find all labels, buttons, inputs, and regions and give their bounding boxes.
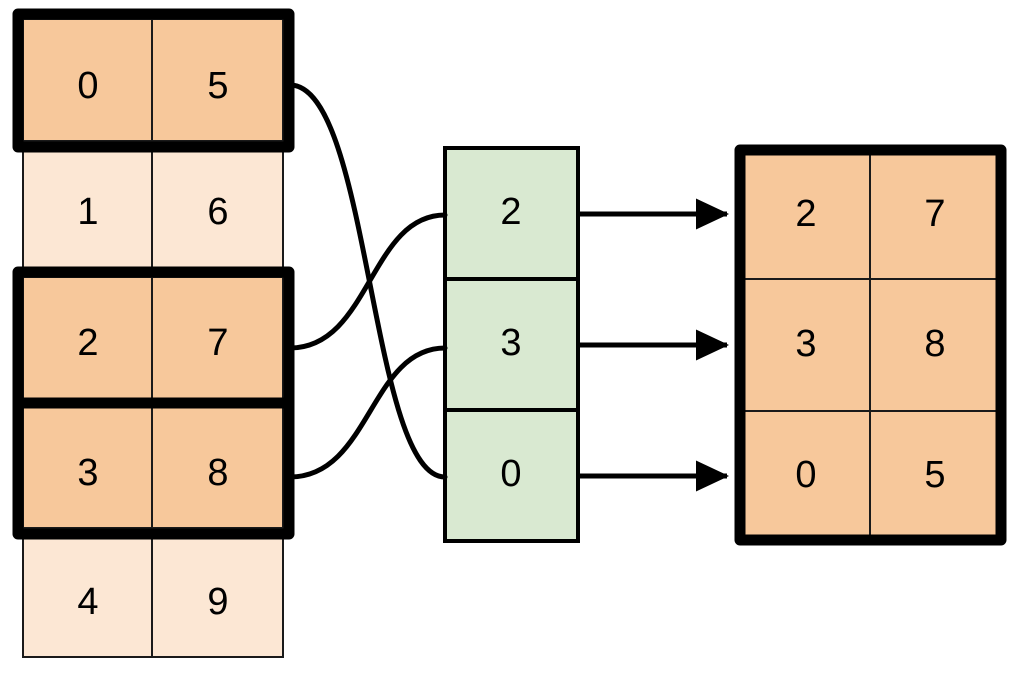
source-cell-text-3-1: 8 [207, 452, 228, 494]
result-cell-2-0[interactable] [740, 410, 871, 540]
arrow-link-group [580, 198, 730, 492]
source-cell-text-2-1: 7 [207, 322, 228, 364]
result-table-outline [734, 144, 1007, 546]
result-cell-text-0-1: 7 [924, 193, 945, 235]
index-table: 2 3 0 [443, 146, 580, 543]
source-cell-0-1[interactable] [151, 18, 284, 142]
result-cell-text-2-1: 5 [924, 454, 945, 496]
index-cell-2[interactable] [443, 408, 580, 543]
curve-link-source2-to-index0 [287, 212, 448, 351]
index-cell-1[interactable] [443, 277, 580, 412]
source-cell-text-0-1: 5 [207, 65, 228, 107]
source-cell-text-2-0: 2 [77, 322, 98, 364]
result-cell-1-0[interactable] [740, 278, 871, 412]
source-cell-4-1[interactable] [151, 534, 284, 658]
index-cell-text-0: 2 [500, 191, 521, 233]
source-cell-text-1-0: 1 [77, 191, 98, 233]
index-cell-0[interactable] [443, 146, 580, 281]
result-cell-text-1-0: 3 [795, 323, 816, 365]
index-cell-text-2: 0 [500, 453, 521, 495]
curve-link-source3-to-index1 [287, 345, 448, 480]
result-cell-text-0-0: 2 [795, 193, 816, 235]
result-table-row-2[interactable]: 0 5 [740, 410, 1001, 540]
source-cell-text-1-1: 6 [207, 191, 228, 233]
source-cell-text-3-0: 3 [77, 452, 98, 494]
source-cell-3-1[interactable] [151, 405, 284, 529]
source-cell-text-4-1: 9 [207, 581, 228, 623]
source-highlight-outline-row-0 [12, 8, 295, 153]
source-cell-text-0-0: 0 [77, 65, 98, 107]
source-table-row-1[interactable]: 1 6 [22, 146, 284, 270]
source-cell-1-1[interactable] [151, 146, 284, 270]
result-table-row-0[interactable]: 2 7 [740, 150, 1001, 280]
source-table-row-3[interactable]: 3 8 [22, 405, 284, 529]
source-table: 0 5 1 6 2 7 3 8 [12, 8, 295, 658]
result-cell-1-1[interactable] [869, 278, 1001, 412]
result-cell-2-1[interactable] [869, 410, 1001, 540]
result-cell-text-1-1: 8 [924, 323, 945, 365]
source-cell-2-1[interactable] [151, 276, 284, 400]
result-cell-text-2-0: 0 [795, 454, 816, 496]
result-table-row-1[interactable]: 3 8 [740, 278, 1001, 412]
source-table-row-4[interactable]: 4 9 [22, 534, 284, 658]
source-table-row-0[interactable]: 0 5 [22, 18, 284, 142]
source-table-row-2[interactable]: 2 7 [22, 276, 284, 400]
index-cell-text-1: 3 [500, 322, 521, 364]
curve-link-group [287, 82, 448, 480]
source-cell-text-4-0: 4 [77, 581, 98, 623]
result-table: 2 7 3 8 0 5 [734, 144, 1007, 546]
